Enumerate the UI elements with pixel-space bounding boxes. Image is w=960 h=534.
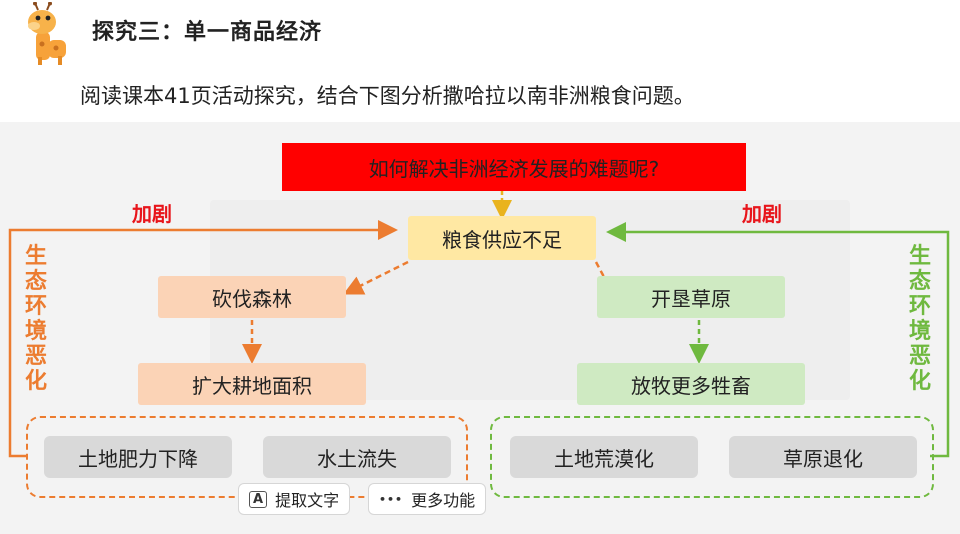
left-intensify-label: 加剧 <box>132 202 172 226</box>
text-extract-icon: A <box>249 490 268 508</box>
page-subtitle: 阅读课本41页活动探究，结合下图分析撒哈拉以南非洲粮食问题。 <box>80 84 695 108</box>
food-shortage-node: 粮食供应不足 <box>408 216 596 260</box>
grassland-degradation-node: 草原退化 <box>729 436 917 478</box>
question-banner: 如何解决非洲经济发展的难题呢? <box>282 143 746 191</box>
desertification-node: 土地荒漠化 <box>510 436 698 478</box>
reclaim-grassland-node: 开垦草原 <box>597 276 785 318</box>
soil-fertility-decline-node: 土地肥力下降 <box>44 436 232 478</box>
extract-text-label: 提取文字 <box>275 491 340 510</box>
more-features-button[interactable]: ••• 更多功能 <box>368 483 487 515</box>
right-intensify-label: 加剧 <box>742 202 782 226</box>
page-title: 探究三：单一商品经济 <box>92 20 323 45</box>
more-dots-icon: ••• <box>379 492 404 506</box>
extract-text-button[interactable]: A 提取文字 <box>238 483 351 515</box>
right-ecology-label: 生 态 环 境 恶 化 <box>908 244 931 394</box>
more-features-label: 更多功能 <box>411 491 476 510</box>
giraffe-icon <box>28 2 66 65</box>
right-results-group <box>490 416 934 498</box>
soil-erosion-node: 水土流失 <box>263 436 451 478</box>
expand-farmland-node: 扩大耕地面积 <box>138 363 366 405</box>
more-livestock-node: 放牧更多牲畜 <box>577 363 805 405</box>
deforestation-node: 砍伐森林 <box>158 276 346 318</box>
left-ecology-label: 生 态 环 境 恶 化 <box>24 244 47 394</box>
